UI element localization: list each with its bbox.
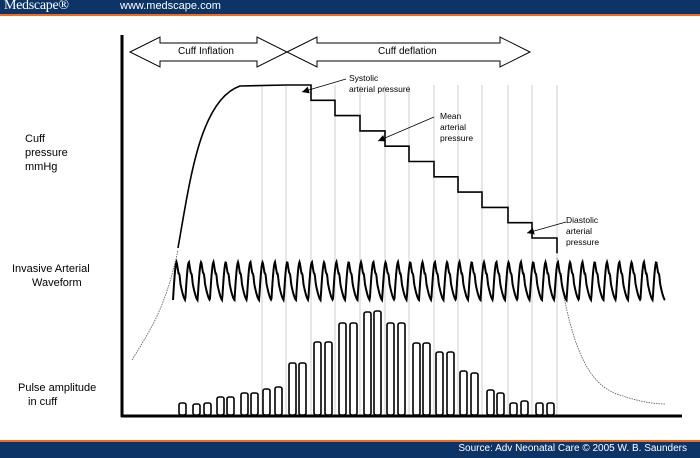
pulse-amplitude-bar <box>470 372 479 416</box>
pulse-amplitude-bar <box>192 403 201 416</box>
label-line: Cuff <box>25 133 45 145</box>
medscape-logo[interactable]: Medscape® <box>4 0 69 13</box>
ann-line: pressure <box>440 133 474 143</box>
pulse-amplitude-bar <box>226 396 235 416</box>
pulse-amplitude-bar <box>298 362 307 416</box>
cuff-deflation-label: Cuff deflation <box>378 46 437 57</box>
pulse-amplitude-bar <box>496 392 505 416</box>
label-line: mmHg <box>25 161 58 173</box>
ann-line: Mean <box>440 111 462 121</box>
pulse-amplitude-bar <box>250 392 259 416</box>
pulse-amplitude-bar <box>274 386 283 416</box>
header-bar: Medscape® www.medscape.com <box>0 0 700 16</box>
label-line: in cuff <box>28 396 58 408</box>
pulse-amplitude-bar <box>262 388 271 416</box>
arterial-waveform <box>172 258 666 303</box>
mean-pointer <box>377 116 435 142</box>
pulse-amplitude-bar <box>459 370 468 416</box>
cuff-deflation-arrow <box>285 36 532 68</box>
pulse-amplitude-bar <box>349 322 358 416</box>
pulse-amplitude-bar <box>313 341 322 416</box>
systolic-pointer-head <box>302 86 310 94</box>
pulse-amplitude-bar <box>203 402 212 416</box>
pulse-amplitude-bar <box>535 402 544 416</box>
pulse-amplitude-bar <box>422 342 431 416</box>
source-credit: Source: Adv Neonatal Care © 2005 W. B. S… <box>458 443 687 454</box>
label-line: Invasive Arterial <box>12 263 90 275</box>
ann-line: arterial pressure <box>349 84 411 94</box>
ann-line: pressure <box>566 237 600 247</box>
cuff-pressure-curve <box>177 84 558 254</box>
pulse-amplitude-label: Pulse amplitude in cuff <box>18 381 96 409</box>
systolic-annotation: Systolic arterial pressure <box>349 73 410 95</box>
pulse-amplitude-bar <box>216 396 225 416</box>
pulse-amplitude-bar <box>446 351 455 416</box>
cuff-inflation-dotted <box>131 249 179 361</box>
mean-annotation: Mean arterial pressure <box>440 111 473 144</box>
site-url[interactable]: www.medscape.com <box>120 0 221 12</box>
ann-line: Systolic <box>349 73 379 83</box>
pulse-amplitude-bar <box>546 402 555 416</box>
pulse-amplitude-bar <box>435 351 444 416</box>
label-line: Waveform <box>32 277 82 289</box>
label-line: Pulse amplitude <box>18 382 97 394</box>
pulse-amplitude-bar <box>520 400 529 416</box>
cuff-pressure-label: Cuff pressure mmHg <box>25 132 68 174</box>
pulse-amplitude-bar <box>288 362 297 416</box>
cuff-inflation-label: Cuff Inflation <box>178 46 234 57</box>
diastolic-pointer-head <box>527 227 535 235</box>
pulse-amplitude-bar <box>509 402 518 416</box>
mean-pointer-head <box>378 135 386 142</box>
label-line: pressure <box>25 147 68 159</box>
pulse-amplitude-bar <box>338 322 347 416</box>
ann-line: arterial <box>440 122 466 132</box>
footer-bar: Source: Adv Neonatal Care © 2005 W. B. S… <box>0 440 700 458</box>
pulse-amplitude-bar <box>240 392 249 416</box>
systolic-pointer <box>301 78 347 93</box>
pulse-amplitude-bar <box>486 389 495 416</box>
ann-line: Diastolic <box>566 215 599 225</box>
pulse-amplitude-bar <box>324 341 333 416</box>
pulse-amplitude-bar <box>178 402 187 416</box>
pulse-amplitude-bar <box>363 311 372 416</box>
pulse-amplitude-bar <box>373 310 382 416</box>
cuff-deflation-dotted <box>556 257 666 405</box>
waveform-label: Invasive Arterial Waveform <box>12 262 90 290</box>
pulse-amplitude-bar <box>412 342 421 416</box>
pulse-amplitude-bar <box>386 322 395 416</box>
diastolic-annotation: Diastolic arterial pressure <box>566 215 599 248</box>
ann-line: arterial <box>566 226 592 236</box>
pulse-amplitude-bar <box>397 322 406 416</box>
